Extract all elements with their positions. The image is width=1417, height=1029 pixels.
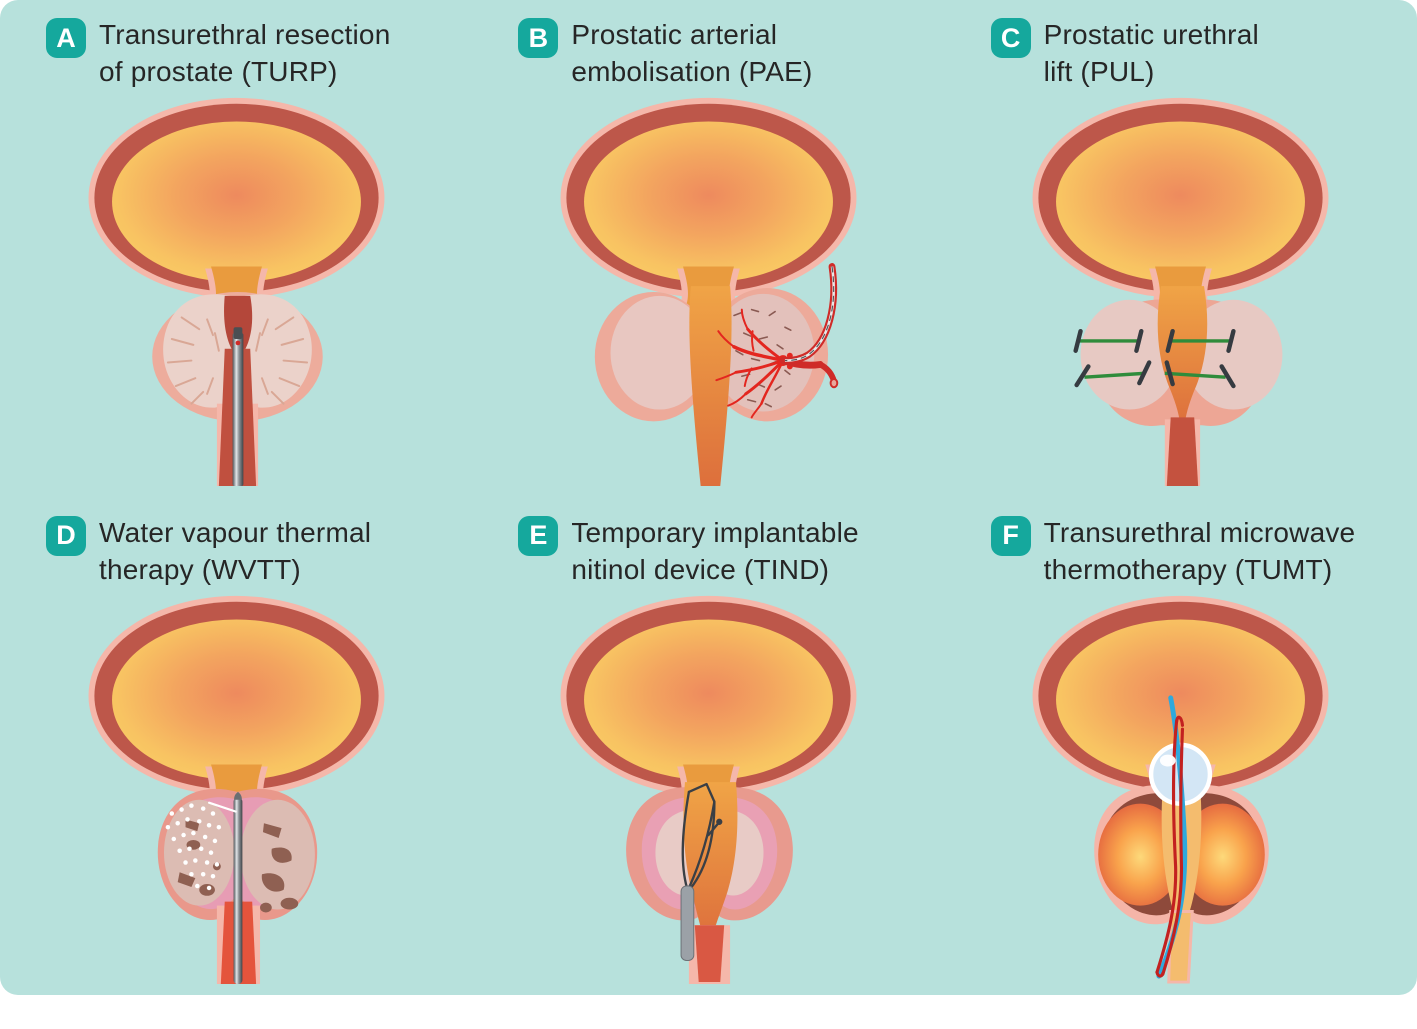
panel-d-header: D Water vapour thermal therapy (WVTT) <box>0 498 472 588</box>
device-delivery-shaft <box>680 885 695 961</box>
panel-d-title: Water vapour thermal therapy (WVTT) <box>99 516 372 585</box>
panel-f-title: Transurethral microwave thermotherapy (T… <box>1043 516 1356 585</box>
resection-cavity <box>223 295 252 351</box>
prostate <box>594 286 829 486</box>
nitinol-device <box>681 782 723 889</box>
balloon-highlight <box>1160 754 1176 766</box>
panel-f-badge: F <box>990 515 1031 556</box>
illustration-pul <box>1032 97 1329 486</box>
heated-lobe-left <box>1098 803 1183 906</box>
panel-e: E Temporary implantable nitinol device (… <box>472 498 944 996</box>
panel-d: D Water vapour thermal therapy (WVTT) <box>0 498 472 996</box>
illustration-turp <box>88 97 385 486</box>
panel-b-title: Prostatic arterial embolisation (PAE) <box>571 19 813 87</box>
panel-f-header: F Transurethral microwave thermotherapy … <box>945 498 1417 588</box>
prostate <box>1080 286 1283 486</box>
panel-a-header: A Transurethral resection of prostate (T… <box>0 0 472 90</box>
panel-a-badge: A <box>46 18 86 58</box>
panel-f: F Transurethral microwave thermotherapy … <box>945 498 1417 996</box>
urethra-stem <box>694 924 725 982</box>
panel-b-badge: B <box>518 18 559 58</box>
gland-striations <box>166 316 308 405</box>
panel-a: A Transurethral resection of prostate (T… <box>0 0 472 498</box>
illustration-pae <box>560 97 857 486</box>
urethra-stem <box>1167 417 1199 486</box>
vapour-needle <box>207 791 243 984</box>
urethra <box>689 286 732 486</box>
bladder <box>88 595 385 817</box>
panel-b: B Prostatic arterial embolisation (PAE) <box>472 0 944 498</box>
resectoscope <box>232 327 244 486</box>
panel-a-title: Transurethral resection of prostate (TUR… <box>99 19 391 87</box>
bladder <box>1032 97 1329 320</box>
figure-panel-grid: A Transurethral resection of prostate (T… <box>0 0 1417 996</box>
panel-c-title: Prostatic urethral lift (PUL) <box>1043 19 1259 87</box>
illustration-wvtt <box>88 595 385 984</box>
panel-d-badge: D <box>46 515 86 556</box>
panel-c: C Prostatic urethral lift (PUL) <box>945 0 1417 498</box>
heated-lobe-right <box>1180 803 1266 906</box>
urethral-lift-implants <box>1073 328 1236 389</box>
panel-b-header: B Prostatic arterial embolisation (PAE) <box>472 0 944 90</box>
urethra <box>683 781 738 941</box>
panel-e-header: E Temporary implantable nitinol device (… <box>472 498 944 588</box>
bladder <box>88 97 385 320</box>
prostate <box>626 781 793 984</box>
illustration-tind <box>560 595 857 984</box>
panel-c-header: C Prostatic urethral lift (PUL) <box>945 0 1417 90</box>
steam-dots <box>165 802 221 890</box>
embolisation-catheter <box>779 263 839 389</box>
panel-c-badge: C <box>990 18 1031 58</box>
illustration-tumt <box>1032 595 1329 984</box>
panel-e-badge: E <box>518 515 559 556</box>
urethra <box>1158 286 1208 426</box>
panel-e-title: Temporary implantable nitinol device (TI… <box>571 516 859 585</box>
